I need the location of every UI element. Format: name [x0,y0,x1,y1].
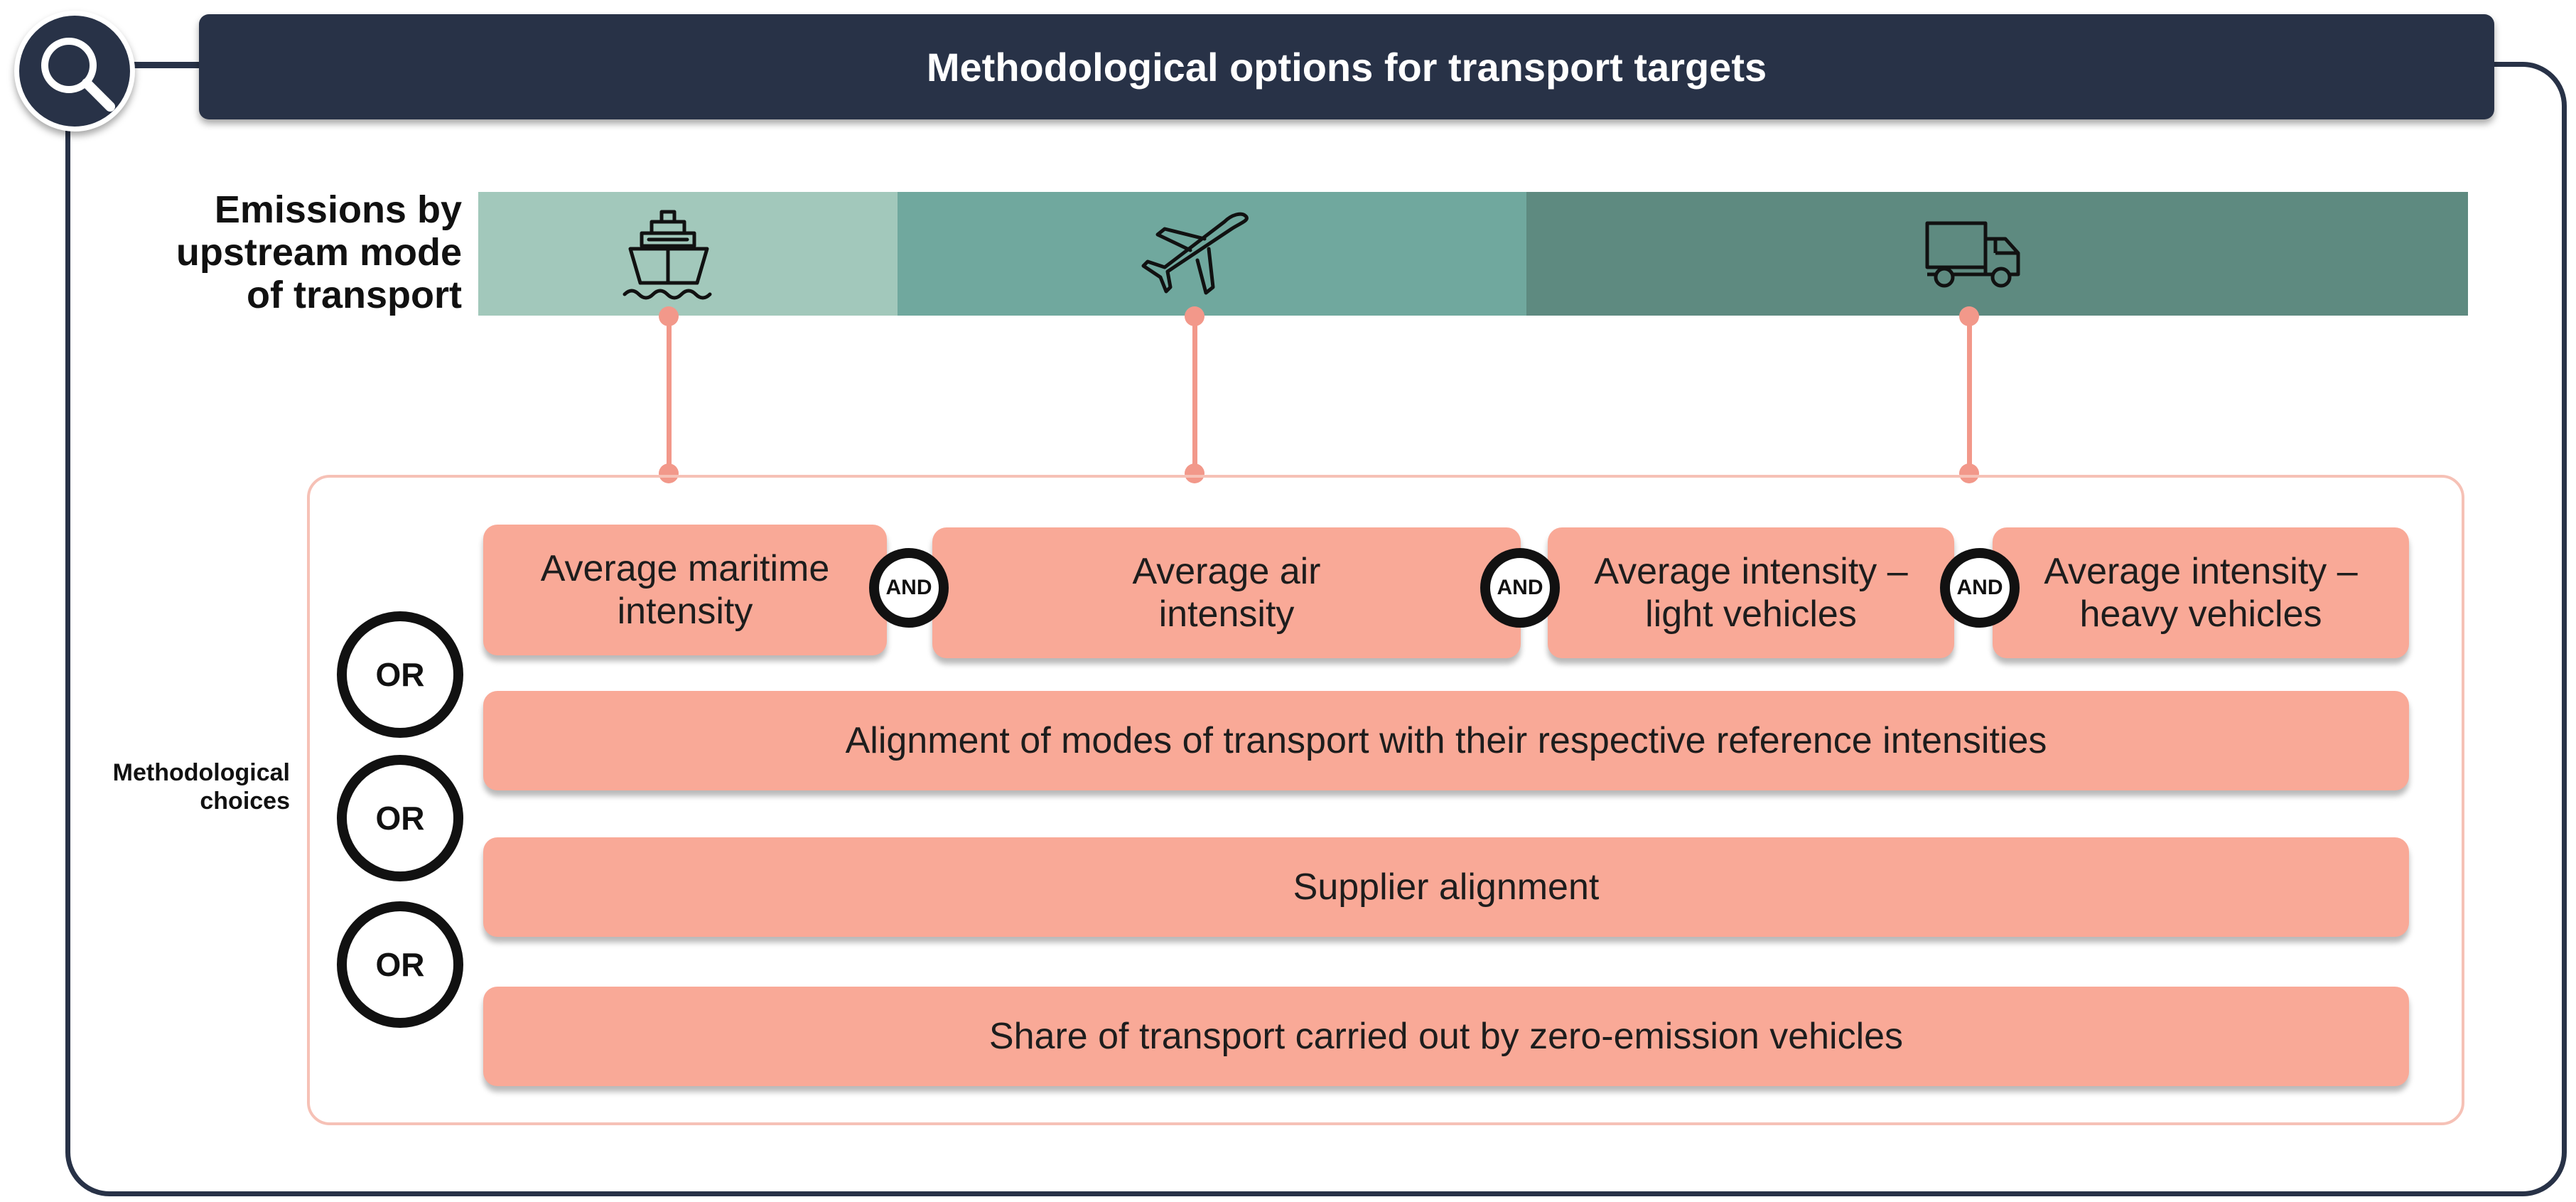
and-badge: AND [1940,548,2020,628]
connector-air [1192,309,1197,474]
box-line: intensity [1158,594,1295,635]
emissions-label-line: upstream mode [176,231,462,274]
page-title: Methodological options for transport tar… [199,14,2494,119]
box-line: Average maritime [540,548,830,589]
or-badge: OR [337,611,463,738]
intensity-box-light-vehicles: Average intensity –light vehicles [1548,527,1954,658]
choices-frame [307,475,2464,1125]
intensity-box-heavy-vehicles: Average intensity –heavy vehicles [1993,527,2409,658]
and-badge: AND [869,548,949,628]
search-icon [41,38,115,112]
title-connector-line [132,63,203,68]
connector-dot [1959,306,1979,326]
search-badge [14,11,135,132]
ship-icon [623,210,712,300]
choices-label: Methodological choices [57,758,290,815]
choices-label-line: Methodological [112,759,290,786]
connector-maritime [667,309,672,474]
mode-band-road [1526,192,2468,316]
box-line: Average air [1132,551,1321,592]
or-badge: OR [337,755,463,881]
truck-icon [1925,221,2020,288]
option-box-supplier-alignment: Supplier alignment [483,837,2409,937]
connector-dot [659,306,679,326]
connector-dot [1185,306,1205,326]
box-line: Average intensity – [2044,551,2358,592]
mode-band-air [898,192,1526,316]
option-box-reference-alignment: Alignment of modes of transport with the… [483,691,2409,790]
choices-label-line: choices [200,788,290,815]
and-badge: AND [1480,548,1560,628]
emissions-label-line: Emissions by [214,188,462,231]
box-line: intensity [617,591,753,632]
box-line: Average intensity – [1594,551,1908,592]
mode-band-maritime [478,192,898,316]
connector-dot [659,463,679,483]
emissions-label-line: of transport [247,274,462,316]
or-badge: OR [337,901,463,1028]
connector-dot [1185,463,1205,483]
box-line: light vehicles [1645,594,1857,635]
airplane-icon [1141,212,1249,295]
connector-dot [1959,463,1979,483]
option-box-zero-emission-share: Share of transport carried out by zero-e… [483,987,2409,1086]
connector-road [1967,309,1972,474]
emissions-label: Emissions by upstream mode of transport [114,188,462,316]
box-line: heavy vehicles [2079,594,2322,635]
